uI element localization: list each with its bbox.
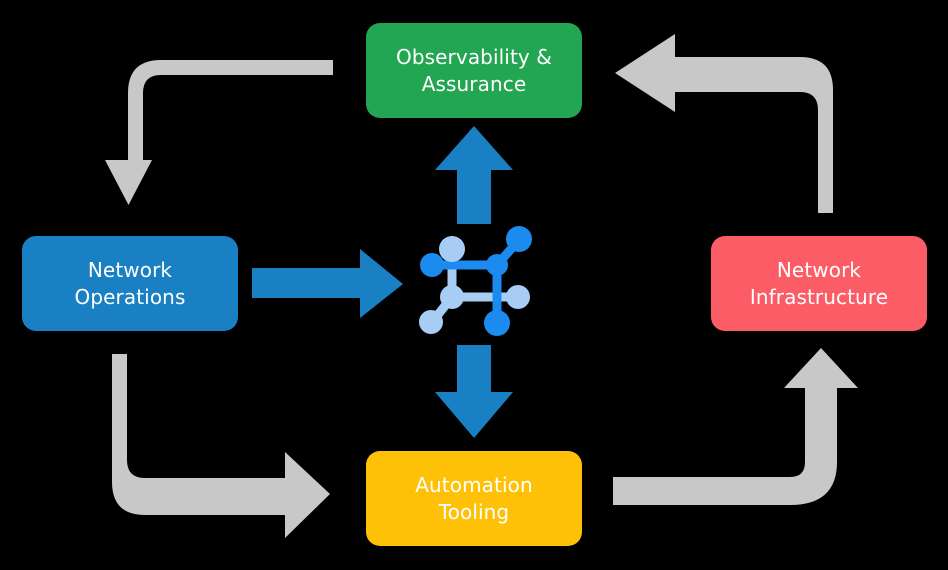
node-automation-tooling[interactable]: Automation Tooling [366,451,582,546]
node-automation-tooling-label: Automation Tooling [415,473,533,524]
arrow-up-observability [435,126,513,224]
flow-observability-to-operations-arrow [105,60,333,205]
network-topology-icon-hitbox[interactable] [418,222,538,342]
node-observability-assurance-label: Observability & Assurance [396,45,552,96]
node-network-infrastructure-label: Network Infrastructure [749,258,889,309]
node-network-operations[interactable]: Network Operations [22,236,238,331]
node-observability-assurance[interactable]: Observability & Assurance [366,23,582,118]
arrow-right-center [252,249,403,318]
flow-infrastructure-to-observability-arrow [615,34,833,213]
arrow-down-automation [435,345,513,438]
node-network-infrastructure[interactable]: Network Infrastructure [711,236,927,331]
node-network-operations-label: Network Operations [74,258,186,309]
flow-automation-to-infrastructure-arrow [613,348,858,505]
flow-operations-to-automation-arrow [112,354,330,538]
